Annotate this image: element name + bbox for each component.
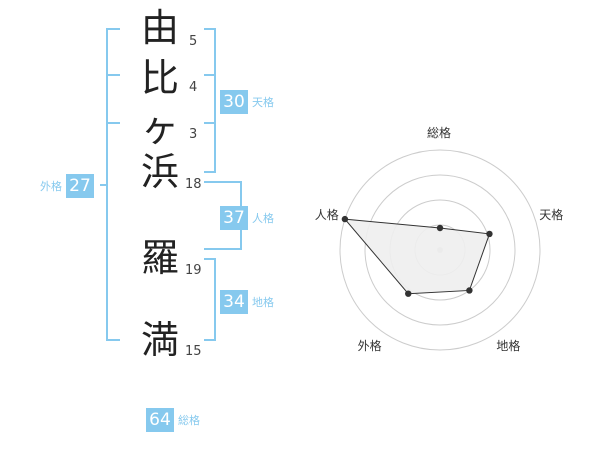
radar-ring-4 xyxy=(339,149,541,351)
tenkaku-bracket-vertical xyxy=(214,28,216,173)
radar-axis-label-3: 外格 xyxy=(357,339,382,354)
gaikaku-bracket-top xyxy=(106,28,120,30)
tenkaku-badge: 30 天格 xyxy=(220,90,274,114)
name-char-1: 由 xyxy=(140,6,179,50)
name-char-2: 比 xyxy=(140,56,179,100)
radar-axis-label-0: 総格 xyxy=(427,126,452,140)
chikaku-bracket-vertical xyxy=(214,258,216,341)
radar-grid xyxy=(339,149,541,351)
gaikaku-label: 外格 xyxy=(40,180,62,193)
radar-axis-label-4: 人格 xyxy=(314,207,339,222)
stroke-count-3: 3 xyxy=(189,127,198,142)
gaikaku-bracket-tick-1 xyxy=(106,74,120,76)
name-char-5: 羅 xyxy=(140,236,179,280)
radar-point-2 xyxy=(466,287,473,294)
radar-point-1 xyxy=(486,230,493,238)
gaikaku-bracket-bottom xyxy=(106,339,120,341)
jinkaku-label: 人格 xyxy=(252,212,274,225)
tenkaku-bracket-tick-2 xyxy=(204,122,216,124)
tenkaku-bracket-top xyxy=(204,28,216,30)
radar-axis-label-1: 天格 xyxy=(539,207,564,222)
chikaku-bracket-top xyxy=(204,258,216,260)
tenkaku-bracket-bottom xyxy=(204,171,216,173)
name-char-6: 満 xyxy=(140,318,179,362)
jinkaku-bracket-top xyxy=(204,181,242,183)
tenkaku-value: 30 xyxy=(220,90,248,114)
chikaku-label: 地格 xyxy=(252,296,274,309)
jinkaku-badge: 37 人格 xyxy=(220,206,274,230)
stroke-count-4: 18 xyxy=(185,177,202,192)
radar-ring-3 xyxy=(364,174,516,326)
soukaku-label: 総格 xyxy=(178,414,200,427)
gaikaku-badge: 外格 27 xyxy=(40,174,94,198)
stroke-count-6: 15 xyxy=(185,344,202,359)
radar-point-3 xyxy=(405,290,412,297)
radar-axis-label-2: 地格 xyxy=(496,339,521,354)
soukaku-value: 64 xyxy=(146,408,174,432)
gaikaku-bracket-connector xyxy=(100,184,108,186)
stroke-count-2: 4 xyxy=(189,80,198,95)
radar-area xyxy=(343,218,491,295)
gaikaku-bracket-tick-2 xyxy=(106,122,120,124)
soukaku-badge: 64 総格 xyxy=(146,408,200,432)
tenkaku-label: 天格 xyxy=(252,96,274,109)
name-char-3: ヶ xyxy=(140,106,179,150)
jinkaku-value: 37 xyxy=(220,206,248,230)
radar-points xyxy=(341,215,493,297)
jinkaku-bracket-bottom xyxy=(204,248,242,250)
tenkaku-bracket-tick-1 xyxy=(204,74,216,76)
stroke-count-1: 5 xyxy=(189,34,198,49)
chikaku-bracket-bottom xyxy=(204,339,216,341)
radar-point-0 xyxy=(436,224,444,232)
gaikaku-value: 27 xyxy=(66,174,94,198)
stroke-count-5: 19 xyxy=(185,263,202,278)
chikaku-value: 34 xyxy=(220,290,248,314)
radar-point-4 xyxy=(341,215,349,223)
chikaku-badge: 34 地格 xyxy=(220,290,274,314)
name-char-4: 浜 xyxy=(140,150,179,194)
